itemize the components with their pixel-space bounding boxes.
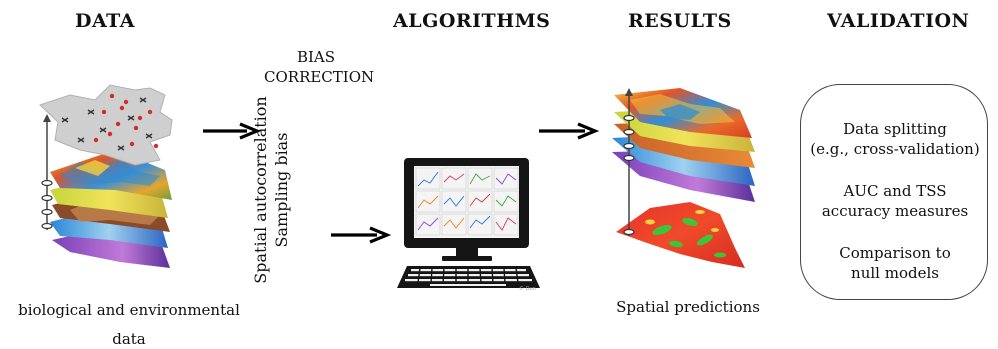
validation-item-auc-tss: AUC and TSS accuracy measures: [801, 181, 989, 221]
validation-item-data-splitting: Data splitting (e.g., cross-validation): [801, 119, 989, 159]
arrow-data-to-bias: [203, 122, 262, 140]
bias-title-line1: BIAS: [296, 48, 336, 66]
header-validation: VALIDATION: [827, 10, 970, 32]
results-caption: Spatial predictions: [616, 298, 760, 316]
bias-correction-title: BIAS CORRECTION: [264, 47, 375, 87]
computer-icon: [397, 158, 540, 288]
validation-box: Data splitting (e.g., cross-validation) …: [800, 84, 988, 300]
header-algorithms: ALGORITHMS: [393, 10, 551, 32]
validation-item1-line1: Data splitting: [843, 120, 947, 138]
validation-item3-line1: Comparison to: [839, 244, 951, 262]
results-layer-stack: [612, 88, 755, 268]
validation-item2-line2: accuracy measures: [821, 202, 969, 220]
data-layer-stack: [39, 84, 173, 268]
header-results: RESULTS: [628, 10, 732, 32]
validation-item3-line2: null models: [851, 264, 939, 282]
data-caption-line1: biological and environmental: [18, 301, 240, 319]
computer-watermark: © Dun: [519, 285, 536, 292]
validation-item1-line2: (e.g., cross-validation): [810, 140, 980, 158]
bias-title-line2: CORRECTION: [264, 68, 375, 86]
validation-item-null-models: Comparison to null models: [801, 243, 989, 283]
arrow-bias-to-algorithms: [331, 226, 392, 244]
arrow-algorithms-to-results: [539, 122, 600, 140]
validation-item2-line1: AUC and TSS: [843, 182, 947, 200]
header-data: DATA: [75, 10, 136, 32]
data-caption-line2: data: [112, 330, 146, 348]
data-caption: biological and environmental data: [5, 300, 253, 349]
